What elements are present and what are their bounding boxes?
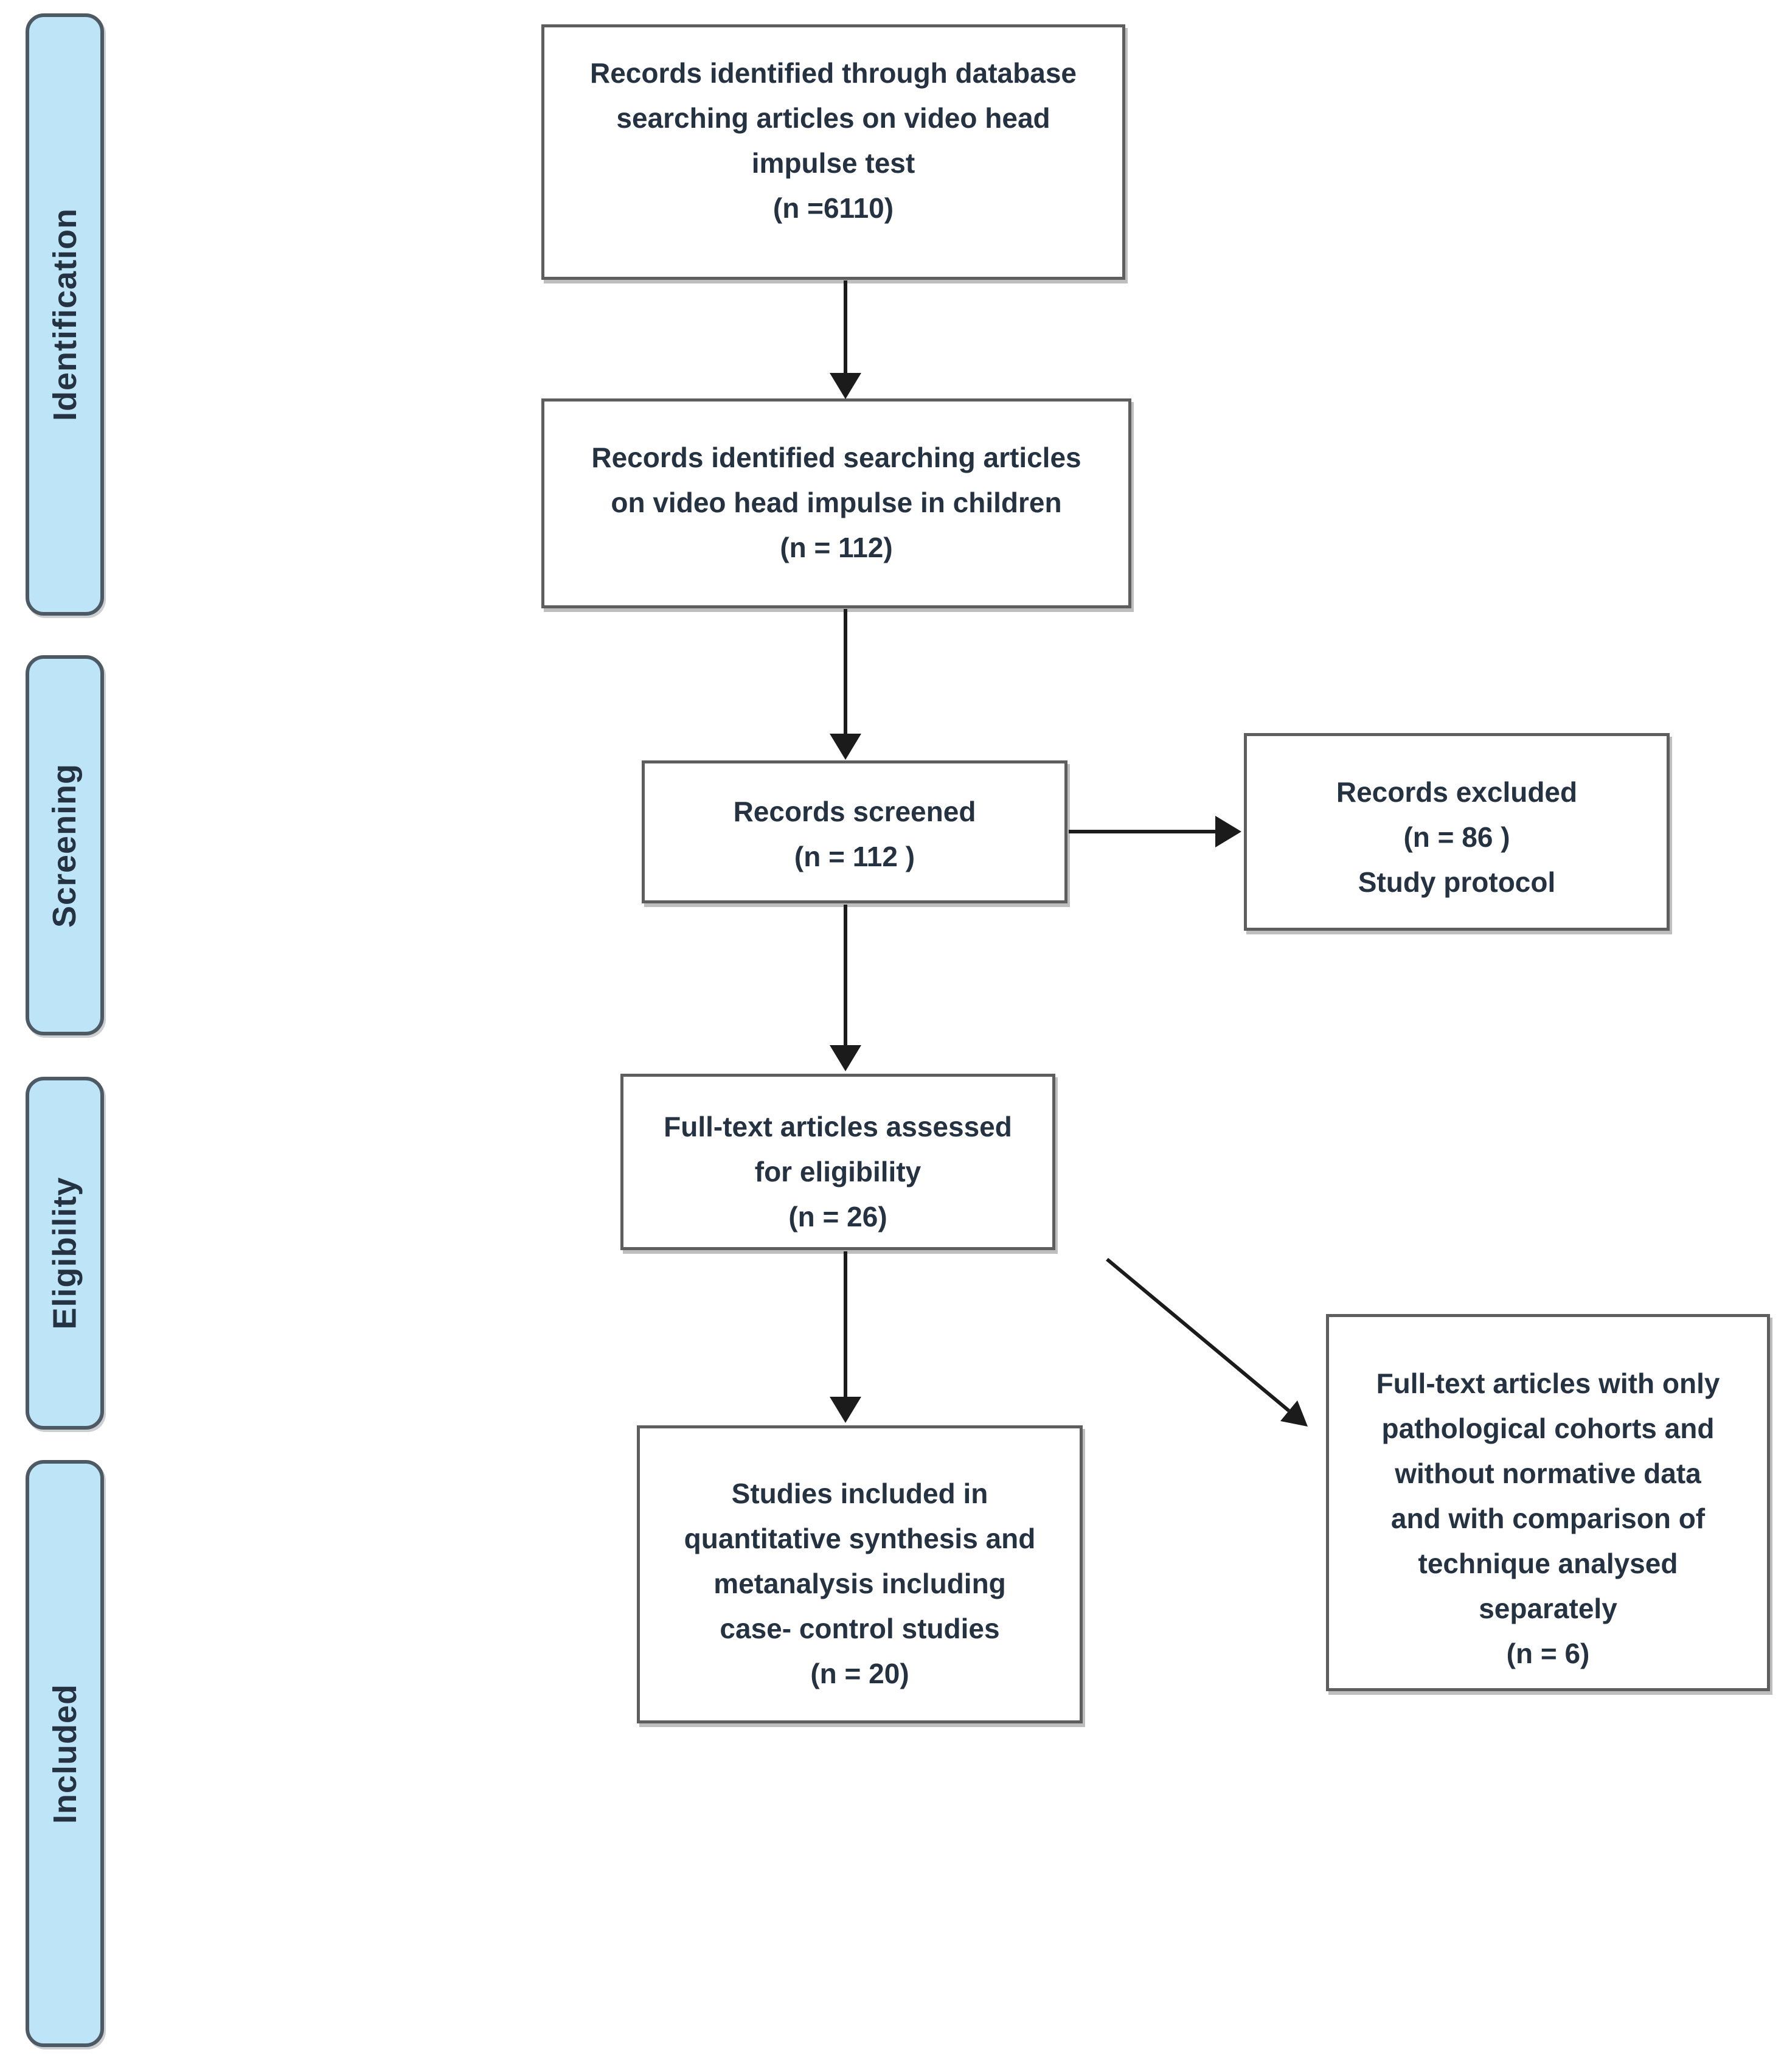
text-line: Records identified through database	[590, 57, 1077, 89]
text-line: Studies included in	[731, 1478, 988, 1509]
text-line: metanalysis including	[713, 1568, 1006, 1599]
text-line: Records identified searching articles	[591, 442, 1081, 473]
flow-box-fulltext-excluded-pathological: Full-text articles with only pathological…	[1326, 1314, 1770, 1691]
arrow-screened-to-excluded-head	[1215, 816, 1241, 847]
arrow-children-to-screened-head	[830, 734, 861, 760]
text-line: (n = 26)	[788, 1201, 887, 1232]
text-line: and with comparison of	[1390, 1503, 1706, 1534]
flow-box-records-identified-database: Records identified through database searc…	[541, 24, 1125, 280]
text-line: (n =6110)	[772, 192, 894, 224]
text-line: Full-text articles with only	[1376, 1368, 1720, 1399]
flow-box-records-excluded: Records excluded (n = 86 ) Study protocol	[1244, 733, 1670, 931]
stage-identification-label: Identification	[46, 208, 83, 421]
text-line: without normative data	[1395, 1458, 1701, 1489]
text-line: separately	[1479, 1593, 1617, 1624]
text-line: impulse test	[751, 147, 915, 179]
text-line: Records screened	[733, 796, 976, 827]
text-line: for eligibility	[754, 1156, 922, 1187]
arrow-screened-to-eligibility-head	[830, 1045, 861, 1071]
text-line: (n = 6)	[1506, 1638, 1590, 1669]
text-line: Records excluded	[1336, 776, 1578, 808]
text-line: pathological cohorts and	[1381, 1413, 1715, 1444]
text-line: Full-text articles assessed	[664, 1111, 1012, 1142]
flow-box-fulltext-assessed: Full-text articles assessed for eligibili…	[620, 1074, 1055, 1250]
text-line: technique analysed	[1418, 1548, 1678, 1579]
text-line: (n = 112)	[780, 532, 893, 563]
text-line: case- control studies	[720, 1613, 1000, 1644]
arrow-eligibility-to-pathological-line	[1106, 1257, 1290, 1413]
text-line: Study protocol	[1358, 866, 1556, 898]
flow-box-records-screened: Records screened (n = 112 )	[642, 760, 1067, 903]
flow-box-records-identified-children: Records identified searching articles on …	[541, 398, 1131, 608]
text-line: searching articles on video head	[616, 102, 1050, 134]
stage-screening: Screening	[26, 655, 104, 1035]
stage-included-label: Included	[46, 1683, 83, 1824]
flow-box-studies-included: Studies included in quantitative synthesi…	[637, 1425, 1083, 1723]
text-line: (n = 20)	[810, 1658, 909, 1689]
arrow-database-to-children-head	[830, 373, 861, 399]
text-line: on video head impulse in children	[611, 487, 1062, 518]
text-line: (n = 112 )	[794, 841, 915, 872]
arrow-eligibility-to-included-head	[830, 1397, 861, 1423]
text-line: (n = 86 )	[1403, 821, 1510, 853]
stage-eligibility: Eligibility	[26, 1077, 104, 1430]
arrow-eligibility-to-pathological-head	[1280, 1400, 1308, 1427]
stage-eligibility-label: Eligibility	[46, 1177, 83, 1330]
stage-screening-label: Screening	[46, 763, 83, 928]
text-line: quantitative synthesis and	[684, 1523, 1036, 1554]
stage-identification: Identification	[26, 13, 104, 616]
stage-included: Included	[26, 1460, 104, 2047]
